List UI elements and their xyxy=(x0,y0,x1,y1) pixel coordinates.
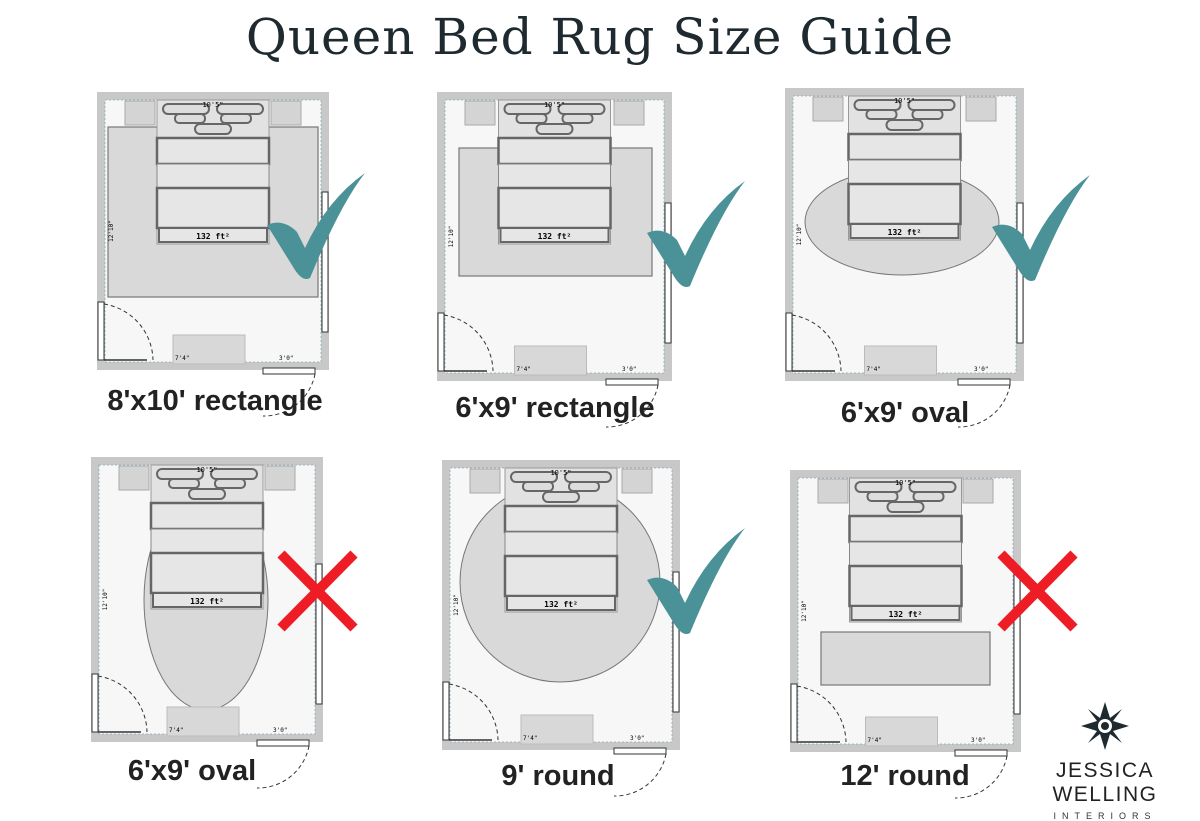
svg-text:3'0": 3'0" xyxy=(630,735,644,742)
checkmark-icon xyxy=(647,528,745,634)
rug-size-label: 6'x9' oval xyxy=(127,755,257,787)
bed: 10'5" 132 ft² xyxy=(155,99,271,245)
svg-text:12'10": 12'10" xyxy=(801,600,808,622)
door xyxy=(790,683,798,743)
door xyxy=(613,747,667,755)
svg-text:10'5": 10'5" xyxy=(196,466,217,474)
svg-text:10'5": 10'5" xyxy=(894,97,915,105)
door xyxy=(91,673,99,733)
door xyxy=(605,378,659,386)
rug-size-label: 6'x9' rectangle xyxy=(455,392,655,424)
bed: 10'5" 132 ft² xyxy=(848,477,963,623)
svg-text:132 ft²: 132 ft² xyxy=(544,600,578,609)
svg-text:12'10": 12'10" xyxy=(108,220,115,242)
svg-text:132 ft²: 132 ft² xyxy=(889,610,923,619)
svg-text:10'5": 10'5" xyxy=(550,469,571,477)
floor-plan: 10'5" 132 ft² 12'10" 7'4" 3'0" xyxy=(437,92,672,428)
dresser xyxy=(514,345,587,376)
svg-text:12'10": 12'10" xyxy=(453,594,460,616)
nightstand xyxy=(962,478,994,504)
door xyxy=(954,749,1008,757)
svg-text:132 ft²: 132 ft² xyxy=(538,232,572,241)
star-emblem-icon xyxy=(1081,702,1129,750)
checkmark-icon xyxy=(267,173,365,279)
floor-plan: 10'5" 132 ft² 12'10" 7'4" 3'0" xyxy=(790,470,1021,799)
rug xyxy=(820,631,991,686)
floor-plan: 10'5" 132 ft² 12'10" 7'4" 3'0" xyxy=(785,88,1024,428)
door xyxy=(437,312,445,372)
brand-subtitle: INTERIORS xyxy=(1053,811,1157,821)
dresser xyxy=(520,714,594,745)
svg-text:7'4": 7'4" xyxy=(868,737,882,744)
nightstand xyxy=(621,468,653,494)
svg-text:12'10": 12'10" xyxy=(102,589,109,611)
nightstand xyxy=(817,478,849,504)
page-title: Queen Bed Rug Size Guide xyxy=(245,8,955,66)
bed: 10'5" 132 ft² xyxy=(847,95,962,241)
brand-logo: JESSICA WELLING INTERIORS xyxy=(1010,700,1200,821)
checkmark-icon xyxy=(647,181,745,287)
window xyxy=(315,563,323,705)
bed: 10'5" 132 ft² xyxy=(503,467,619,613)
bed: 10'5" 132 ft² xyxy=(497,99,612,245)
nightstand xyxy=(124,100,156,126)
rug-size-label: 8'x10' rectangle xyxy=(107,385,323,417)
floor-plan: 10'5" 132 ft² 12'10" 7'4" 3'0" xyxy=(91,457,323,789)
dresser xyxy=(864,345,937,376)
svg-text:7'4": 7'4" xyxy=(523,735,537,742)
window xyxy=(672,571,680,713)
nightstand xyxy=(469,468,501,494)
window xyxy=(321,191,329,333)
svg-text:10'5": 10'5" xyxy=(544,101,565,109)
nightstand xyxy=(965,96,997,122)
door xyxy=(256,739,310,747)
svg-text:7'4": 7'4" xyxy=(175,355,189,362)
dresser xyxy=(172,334,246,365)
svg-text:7'4": 7'4" xyxy=(517,366,531,373)
svg-text:3'0": 3'0" xyxy=(622,366,636,373)
door xyxy=(97,301,105,361)
svg-text:3'0": 3'0" xyxy=(974,366,988,373)
svg-text:132 ft²: 132 ft² xyxy=(196,232,230,241)
svg-text:3'0": 3'0" xyxy=(273,727,287,734)
nightstand xyxy=(264,465,296,491)
svg-text:3'0": 3'0" xyxy=(971,737,985,744)
svg-text:10'5": 10'5" xyxy=(895,479,916,487)
svg-text:7'4": 7'4" xyxy=(867,366,881,373)
cross-icon xyxy=(997,550,1078,632)
door xyxy=(262,367,316,375)
svg-text:7'4": 7'4" xyxy=(169,727,183,734)
floor-plan: 10'5" 132 ft² 12'10" 7'4" 3'0" xyxy=(442,460,680,797)
door xyxy=(785,312,793,372)
nightstand xyxy=(613,100,645,126)
svg-text:132 ft²: 132 ft² xyxy=(190,597,224,606)
svg-text:12'10": 12'10" xyxy=(796,224,803,246)
door xyxy=(442,681,450,741)
svg-text:132 ft²: 132 ft² xyxy=(888,228,922,237)
dresser xyxy=(865,716,938,747)
svg-text:3'0": 3'0" xyxy=(279,355,293,362)
nightstand xyxy=(812,96,844,122)
rug-size-label: 9' round xyxy=(501,760,615,792)
window xyxy=(664,202,672,344)
bed: 10'5" 132 ft² xyxy=(149,464,265,610)
dresser xyxy=(166,706,240,737)
svg-text:10'5": 10'5" xyxy=(202,101,223,109)
nightstand xyxy=(270,100,302,126)
rug-size-label: 12' round xyxy=(840,760,970,792)
cross-icon xyxy=(277,550,358,632)
nightstand xyxy=(118,465,150,491)
checkmark-icon xyxy=(992,175,1090,281)
nightstand xyxy=(464,100,496,126)
svg-text:12'10": 12'10" xyxy=(448,226,455,248)
rug-size-label: 6'x9' oval xyxy=(840,397,970,429)
door xyxy=(957,378,1011,386)
